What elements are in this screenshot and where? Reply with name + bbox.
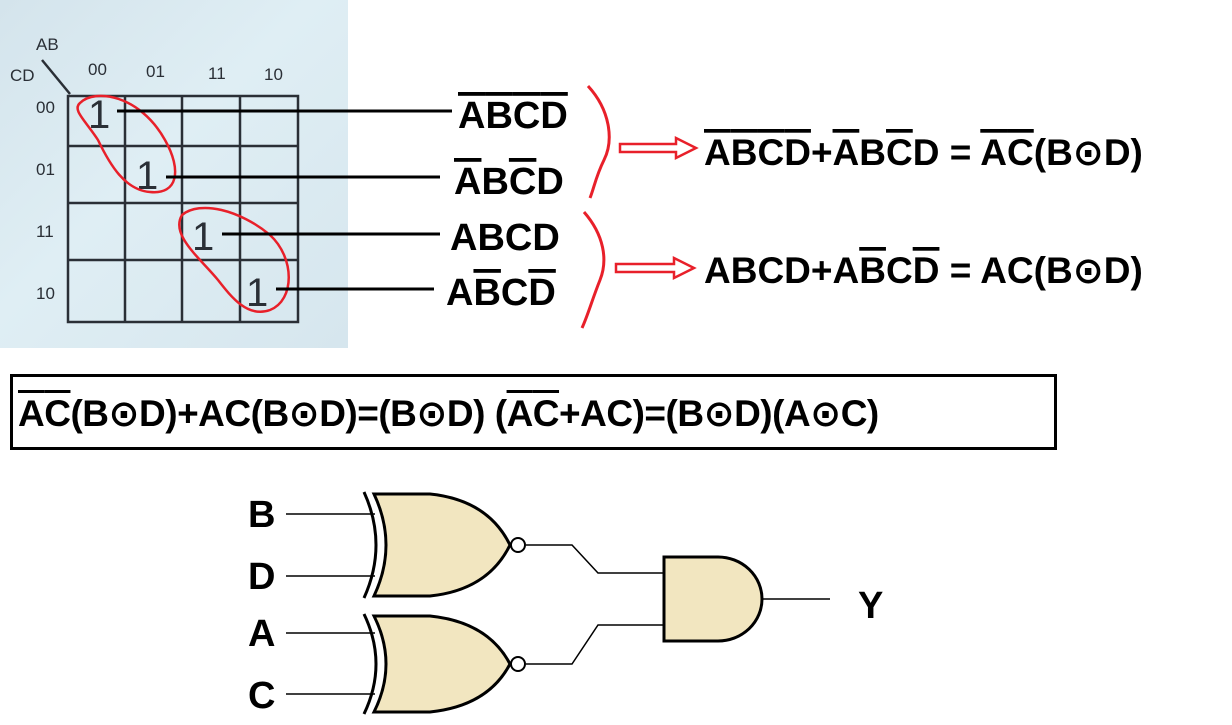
kmap-col-label: 10: [264, 65, 283, 84]
circuit-labels: B D A C Y: [248, 494, 883, 717]
xnor-gate-1-bubble: [510, 537, 526, 553]
brace-bottom: [580, 211, 606, 329]
xnor-gate-1-extra-curve: [362, 491, 378, 599]
final-expression: AC(B⊙D)+AC(B⊙D)=(B⊙D) (AC+AC)=(B⊙D)(A⊙C): [18, 392, 879, 435]
xnor-gate-2-bubble: [510, 656, 526, 672]
simplification-2: ABCD+ABCD = AC(B⊙D): [704, 249, 1143, 292]
kmap-col-label: 01: [146, 62, 165, 81]
kmap-grid: [41, 59, 300, 324]
simplification-1: ABCD+ABCD = AC(B⊙D): [704, 131, 1143, 174]
input-label-a: A: [248, 613, 275, 655]
logic-circuit: B D A C Y: [248, 491, 883, 717]
kmap-groupings: [76, 94, 290, 313]
kmap-row-label: 11: [36, 222, 54, 241]
kmap-col-label: 11: [208, 64, 226, 83]
kmap-one: 1: [88, 93, 110, 137]
xnor-gate-2-extra-curve: [362, 613, 378, 715]
minterm-3: ABCD: [450, 217, 560, 259]
final-expression-box: [10, 374, 1057, 450]
kmap-one: 1: [192, 215, 214, 259]
red-braces: [580, 84, 611, 329]
kmap-one: 1: [136, 154, 158, 198]
group-loop-bottom: [178, 206, 290, 313]
minterm-labels: ABCD ABCD ABCD ABCD: [446, 95, 568, 314]
kmap-row-var: CD: [10, 66, 35, 85]
kmap-col-label: 00: [88, 60, 107, 79]
brace-top: [586, 84, 611, 199]
kmap-ones: 1 1 1 1: [88, 93, 268, 315]
leader-lines: [117, 109, 452, 291]
kmap-row-label: 10: [36, 284, 55, 303]
kmap-row-label: 01: [36, 160, 55, 179]
simplification-labels: ABCD+ABCD = AC(B⊙D) ABCD+ABCD = AC(B⊙D): [704, 131, 1143, 292]
kmap-labels: AB CD 00 01 11 10 00 01 11 10: [10, 35, 283, 303]
kmap-row-label: 00: [36, 98, 55, 117]
input-label-d: D: [248, 556, 275, 598]
kmap-corner-diagonal: [41, 59, 71, 95]
xnor-gate-1-body: [371, 492, 512, 598]
xnor-gate-2-body: [371, 614, 512, 714]
circuit-wires: [286, 513, 830, 695]
wire-xnor2-out: [526, 624, 664, 665]
wire-xnor1-out: [526, 544, 664, 574]
input-label-c: C: [248, 675, 275, 717]
input-label-b: B: [248, 494, 275, 536]
minterm-4: ABCD: [446, 272, 556, 314]
red-arrows: [614, 135, 699, 281]
arrow-bottom: [614, 255, 697, 281]
and-gate-body: [662, 555, 764, 643]
minterm-1: ABCD: [458, 95, 568, 137]
xnor-gate-1: [362, 491, 526, 599]
arrow-top: [618, 135, 699, 161]
kmap-one: 1: [246, 271, 268, 315]
output-label-y: Y: [858, 585, 883, 627]
xnor-gate-2: [362, 613, 526, 715]
kmap-col-var: AB: [36, 35, 59, 54]
minterm-2: ABCD: [454, 161, 564, 203]
group-loop-top: [76, 94, 177, 194]
